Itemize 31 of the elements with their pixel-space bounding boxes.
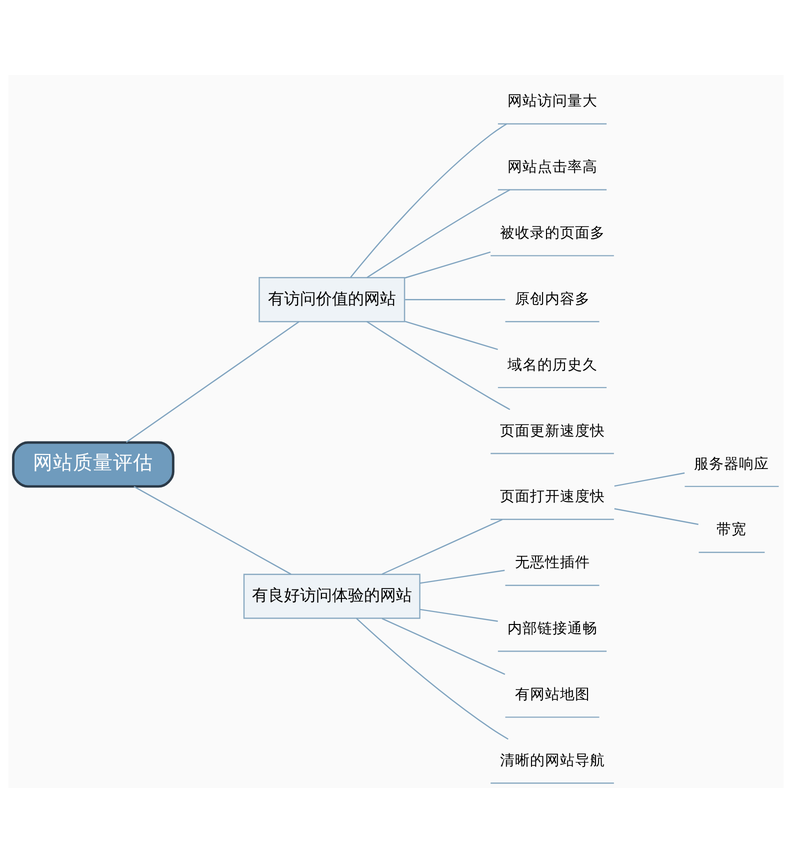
node-text: 域名的历史久 [507, 356, 598, 374]
node-text: 页面更新速度快 [500, 422, 605, 440]
node-text: 服务器响应 [694, 455, 770, 472]
node-text: 带宽 [716, 521, 747, 538]
connector [366, 189, 510, 278]
connector [356, 618, 508, 740]
connector [134, 486, 292, 575]
connector [126, 321, 300, 443]
node-text: 有网站地图 [514, 686, 590, 703]
connector [350, 123, 508, 278]
node-text: 被收录的页面多 [500, 224, 605, 242]
connector [420, 608, 498, 622]
connector [382, 618, 506, 675]
connector [366, 321, 510, 410]
connector [405, 299, 506, 300]
node-text: 无恶性插件 [514, 554, 590, 572]
node-text: 清晰的网站导航 [500, 752, 605, 769]
node-text: 网站点击率高 [507, 158, 598, 176]
connector [404, 251, 491, 278]
node-text: 内部链接通畅 [507, 620, 598, 638]
node-box: 网站质量评估 [12, 441, 174, 488]
node-box: 有良好访问体验的网站 [243, 574, 420, 619]
node-text: 原创内容多 [514, 290, 590, 308]
connector [614, 472, 685, 487]
connector [614, 508, 698, 525]
node-text: 页面打开速度快 [500, 488, 605, 506]
connector [404, 320, 498, 350]
node-box: 有访问价值的网站 [258, 277, 406, 322]
connector [420, 570, 505, 584]
node-text: 网站访问量大 [507, 92, 598, 110]
connector [382, 519, 503, 575]
